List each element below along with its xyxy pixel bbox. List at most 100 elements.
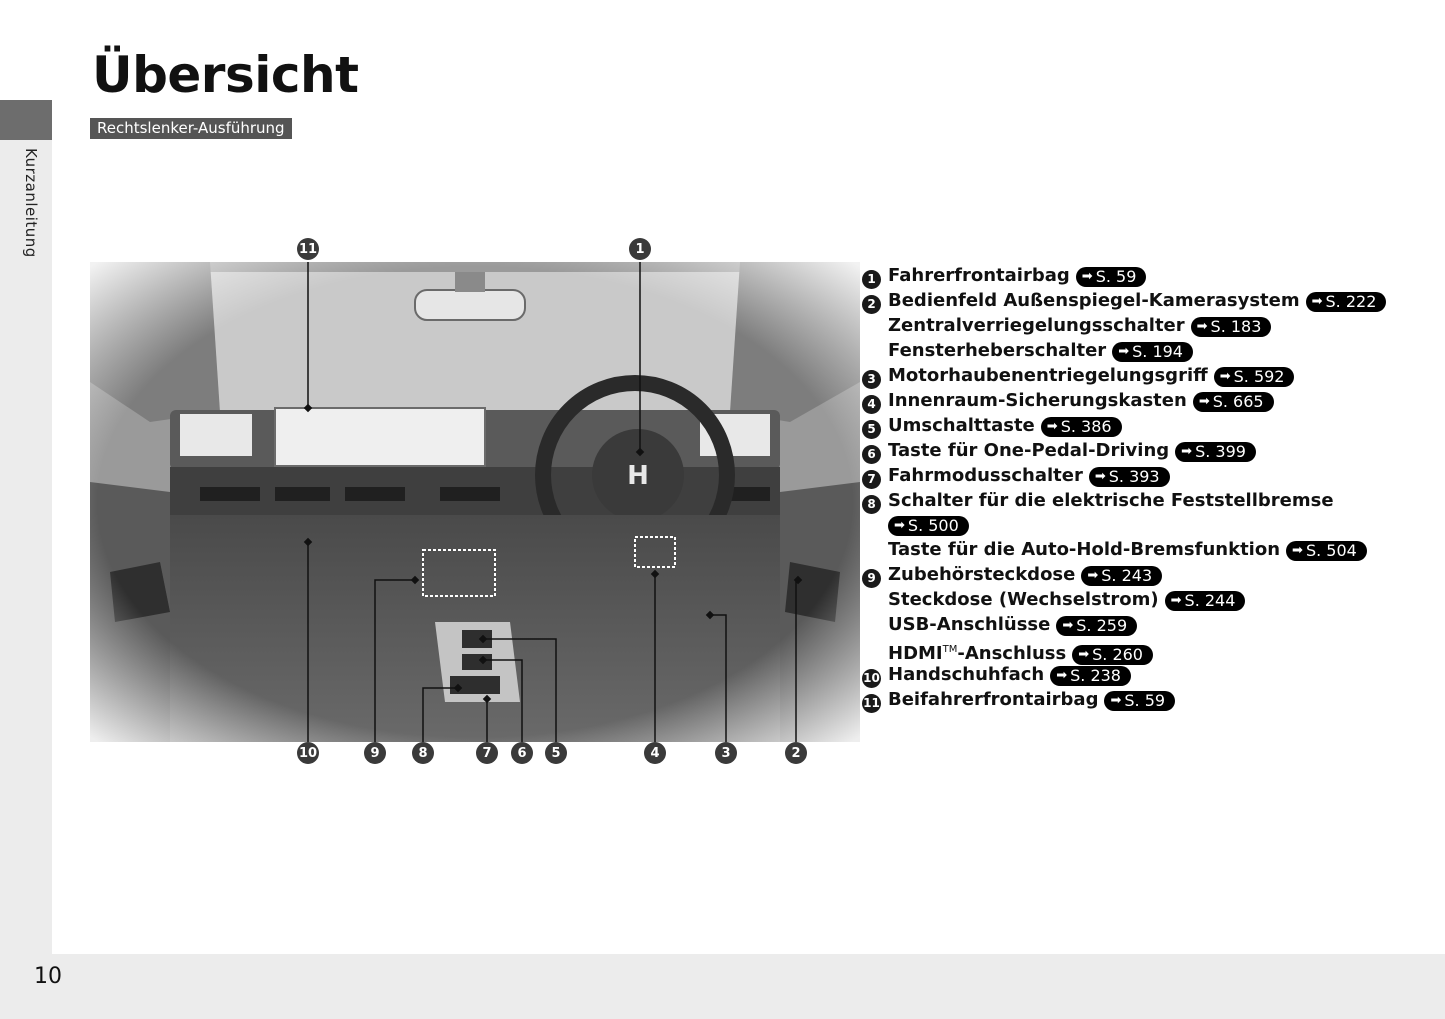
legend-label: Beifahrerfrontairbag: [888, 689, 1099, 710]
page-title: Übersicht: [92, 46, 359, 104]
legend-label-suffix: -Anschluss: [957, 643, 1067, 664]
arrow-right-icon: ➡: [1087, 568, 1099, 583]
page-reference-link[interactable]: ➡S. 243: [1081, 565, 1163, 586]
page-reference-link[interactable]: ➡S. 194: [1112, 341, 1193, 362]
legend-label: Fensterheberschalter: [888, 340, 1107, 361]
page-reference-link[interactable]: ➡S. 244: [1164, 590, 1246, 611]
legend-subitem: Steckdose (Wechselstrom)➡S. 244: [862, 587, 1432, 612]
arrow-right-icon: ➡: [1062, 618, 1074, 633]
legend-label: USB-Anschlüsse: [888, 614, 1051, 635]
callout-6: 6: [511, 742, 533, 764]
legend-item-2: 2 Bedienfeld Außenspiegel-Kamerasystem➡S.…: [862, 288, 1432, 314]
legend-label: Zubehörsteckdose: [888, 564, 1076, 585]
page-reference-link[interactable]: ➡S. 393: [1088, 466, 1170, 487]
legend-item-8: 8 Schalter für die elektrische Feststellb…: [862, 488, 1432, 514]
legend-subitem: ➡S. 500: [862, 513, 1432, 537]
legend-label: HDMI: [888, 643, 943, 664]
legend-label: Zentralverriegelungsschalter: [888, 315, 1185, 336]
arrow-right-icon: ➡: [1118, 344, 1130, 359]
legend-item-1: 1 Fahrerfrontairbag➡S. 59: [862, 263, 1432, 289]
arrow-right-icon: ➡: [1181, 444, 1193, 459]
page-number: 10: [34, 964, 62, 989]
legend-number: 5: [862, 420, 881, 439]
arrow-right-icon: ➡: [1046, 419, 1058, 434]
callout-10: 10: [297, 742, 319, 764]
section-tab-label: Kurzanleitung: [22, 148, 40, 258]
page-reference-link[interactable]: ➡S. 259: [1056, 615, 1138, 636]
legend-label: Umschalttaste: [888, 415, 1035, 436]
arrow-right-icon: ➡: [1056, 668, 1068, 683]
legend-item-6: 6 Taste für One-Pedal-Driving➡S. 399: [862, 438, 1432, 464]
arrow-right-icon: ➡: [1110, 693, 1122, 708]
page-reference-link[interactable]: ➡S. 399: [1175, 441, 1256, 462]
arrow-right-icon: ➡: [1081, 269, 1093, 284]
page-reference-link[interactable]: ➡S. 665: [1192, 391, 1274, 412]
arrow-right-icon: ➡: [1196, 319, 1208, 334]
legend-item-10: 10 Handschuhfach➡S. 238: [862, 662, 1432, 688]
callout-11-top: 11: [297, 238, 319, 260]
side-strip: [0, 100, 52, 1019]
legend-label: Bedienfeld Außenspiegel-Kamerasystem: [888, 290, 1300, 311]
arrow-right-icon: ➡: [1170, 593, 1182, 608]
callout-2: 2: [785, 742, 807, 764]
legend-number: 9: [862, 569, 881, 588]
arrow-right-icon: ➡: [1219, 369, 1231, 384]
legend-subitem: Taste für die Auto-Hold-Bremsfunktion➡S.…: [862, 537, 1432, 562]
page-reference-link[interactable]: ➡S. 183: [1190, 316, 1272, 337]
callout-9: 9: [364, 742, 386, 764]
legend-label: Taste für One-Pedal-Driving: [888, 440, 1170, 461]
arrow-right-icon: ➡: [1311, 294, 1323, 309]
page-reference-link[interactable]: ➡S. 504: [1286, 540, 1367, 561]
trademark-mark: TM: [942, 644, 958, 655]
page-reference-link[interactable]: ➡S. 386: [1040, 416, 1122, 437]
legend-number: 7: [862, 470, 881, 489]
legend-item-5: 5 Umschalttaste➡S. 386: [862, 413, 1432, 439]
legend-number: 2: [862, 295, 881, 314]
callout-8: 8: [412, 742, 434, 764]
page-reference-link[interactable]: ➡S. 592: [1213, 366, 1295, 387]
legend-item-3: 3 Motorhaubenentriegelungsgriff➡S. 592: [862, 363, 1432, 389]
page-reference-link[interactable]: ➡S. 500: [888, 516, 969, 536]
callout-4: 4: [644, 742, 666, 764]
legend-label: Fahrerfrontairbag: [888, 265, 1070, 286]
arrow-right-icon: ➡: [1292, 543, 1303, 558]
arrow-right-icon: ➡: [1198, 394, 1210, 409]
legend-number: 1: [862, 270, 881, 289]
callout-3: 3: [715, 742, 737, 764]
legend-subitem: Fensterheberschalter➡S. 194: [862, 338, 1432, 363]
arrow-right-icon: ➡: [894, 518, 905, 533]
legend-item-7: 7 Fahrmodusschalter➡S. 393: [862, 463, 1432, 489]
legend-label: Fahrmodusschalter: [888, 465, 1083, 486]
legend-label: Motorhaubenentriegelungsgriff: [888, 365, 1208, 386]
callout-1-top: 1: [629, 238, 651, 260]
arrow-right-icon: ➡: [1078, 647, 1090, 662]
legend-number: 8: [862, 495, 881, 514]
callout-5: 5: [545, 742, 567, 764]
legend-item-11: 11 Beifahrerfrontairbag➡S. 59: [862, 687, 1432, 713]
legend-label: Taste für die Auto-Hold-Bremsfunktion: [888, 539, 1281, 560]
legend-subitem: USB-Anschlüsse➡S. 259: [862, 612, 1432, 637]
page-reference-link[interactable]: ➡S. 59: [1104, 690, 1176, 711]
legend-number: 10: [862, 669, 881, 688]
legend-item-9: 9 Zubehörsteckdose➡S. 243: [862, 562, 1432, 588]
page-reference-link[interactable]: ➡S. 222: [1305, 291, 1387, 312]
page-reference-link[interactable]: ➡S. 238: [1050, 665, 1131, 686]
dashboard-illustration: H: [90, 262, 860, 742]
legend-number: 11: [862, 694, 881, 713]
legend-subitem: Zentralverriegelungsschalter➡S. 183: [862, 313, 1432, 338]
page-reference-link[interactable]: ➡S. 59: [1075, 266, 1147, 287]
arrow-right-icon: ➡: [1094, 469, 1106, 484]
page-reference-link[interactable]: ➡S. 260: [1072, 644, 1153, 665]
legend-number: 4: [862, 395, 881, 414]
legend-number: 6: [862, 445, 881, 464]
legend-label: Schalter für die elektrische Feststellbr…: [888, 490, 1334, 511]
legend-label: Steckdose (Wechselstrom): [888, 589, 1159, 610]
legend-subitem: HDMITM-Anschluss➡S. 260: [862, 637, 1432, 665]
legend-label: Handschuhfach: [888, 664, 1045, 685]
variant-badge: Rechtslenker-Ausführung: [90, 118, 292, 139]
callout-7: 7: [476, 742, 498, 764]
legend-number: 3: [862, 370, 881, 389]
footer-strip: [0, 954, 1445, 1019]
